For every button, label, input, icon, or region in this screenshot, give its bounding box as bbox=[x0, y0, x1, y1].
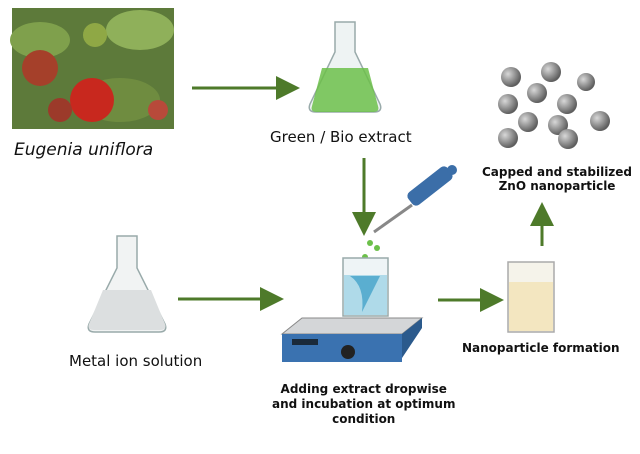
reaction-beaker bbox=[342, 257, 389, 317]
plant-photo bbox=[10, 8, 174, 129]
metal-flask bbox=[87, 235, 167, 333]
adding-line-1: Adding extract dropwise bbox=[280, 382, 447, 396]
pipette bbox=[373, 165, 457, 234]
adding-label: Adding extract dropwise and incubation a… bbox=[272, 382, 455, 427]
capped-line-2: ZnO nanoparticle bbox=[498, 179, 616, 193]
adding-line-3: condition bbox=[332, 412, 396, 426]
nanoparticles bbox=[498, 62, 610, 149]
adding-line-2: and incubation at optimum bbox=[272, 397, 456, 411]
extract-flask bbox=[308, 21, 382, 113]
plant-label: Eugenia uniflora bbox=[14, 140, 154, 160]
hot-plate-stirrer bbox=[280, 317, 424, 362]
capped-line-1: Capped and stabilized bbox=[482, 165, 633, 179]
capped-label: Capped and stabilized ZnO nanoparticle bbox=[482, 165, 632, 193]
metal-label: Metal ion solution bbox=[69, 352, 203, 370]
arrows bbox=[178, 76, 554, 312]
formation-label: Nanoparticle formation bbox=[462, 341, 620, 355]
extract-label: Green / Bio extract bbox=[270, 128, 412, 146]
product-beaker bbox=[507, 261, 555, 333]
